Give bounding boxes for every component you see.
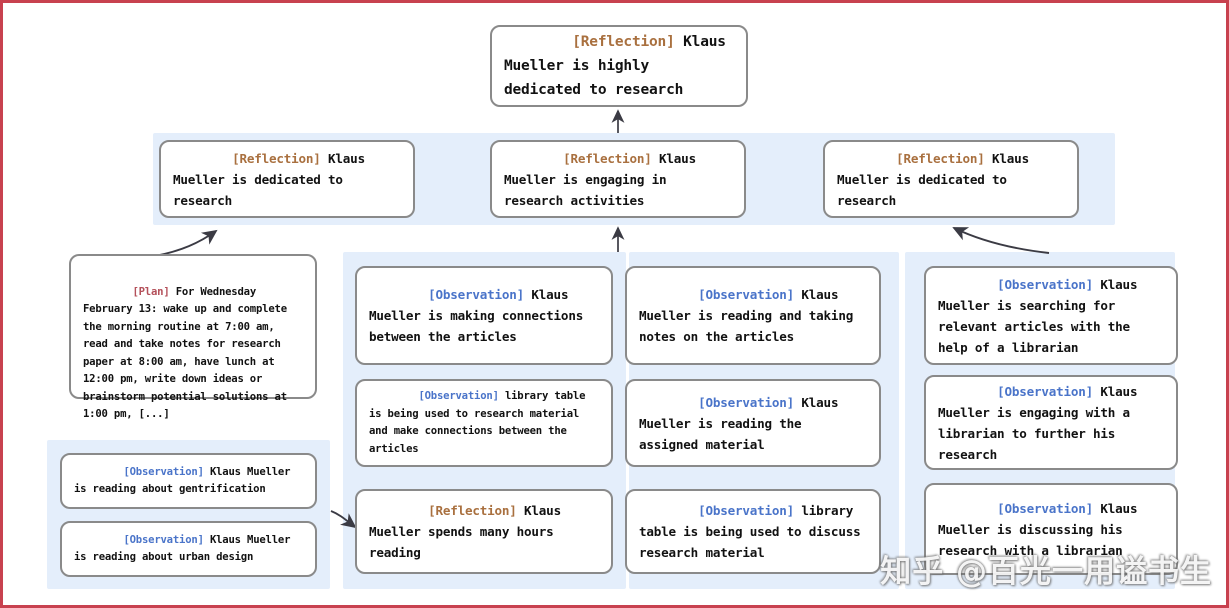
diagram-canvas: [Reflection] Klaus Mueller is highly ded… (3, 3, 1226, 605)
tag-observation: [Observation] (123, 533, 204, 546)
node-text: [Observation] library table is being use… (357, 371, 611, 476)
node-text: [Observation] Klaus Mueller is reading t… (627, 371, 879, 476)
node-body: Klaus Mueller is making connections betw… (369, 287, 591, 344)
node-body: Klaus Mueller is dedicated to research (173, 150, 373, 208)
node-bottomleft-observation-1[interactable]: [Observation] Klaus Mueller is reading a… (60, 453, 317, 509)
node-text: [Observation] Klaus Mueller is reading a… (62, 446, 315, 516)
node-body: library table is being used to research … (369, 390, 592, 455)
node-text: [Reflection] Klaus Mueller is engaging i… (492, 127, 744, 232)
tag-reflection: [Reflection] (896, 150, 985, 166)
node-body: Klaus Mueller is engaging in research ac… (504, 150, 704, 208)
tag-observation: [Observation] (997, 500, 1094, 516)
node-col2-observation-1[interactable]: [Observation] Klaus Mueller is reading a… (625, 266, 881, 365)
node-bottomleft-observation-2[interactable]: [Observation] Klaus Mueller is reading a… (60, 521, 317, 577)
tag-reflection: [Reflection] (563, 150, 652, 166)
node-col3-observation-3[interactable]: [Observation] Klaus Mueller is discussin… (924, 483, 1178, 575)
node-col3-observation-2[interactable]: [Observation] Klaus Mueller is engaging … (924, 375, 1178, 470)
tag-observation: [Observation] (997, 276, 1094, 292)
node-text: [Reflection] Klaus Mueller is dedicated … (825, 127, 1077, 232)
tag-observation: [Observation] (997, 383, 1094, 399)
tag-reflection: [Reflection] (572, 34, 675, 50)
tag-reflection: [Reflection] (428, 503, 517, 518)
node-body: Klaus Mueller is dedicated to research (837, 150, 1037, 208)
node-body: Klaus Mueller is highly dedicated to res… (504, 34, 735, 98)
node-body: Klaus Mueller spends many hours reading (369, 503, 569, 560)
node-body: Klaus Mueller is engaging with a librari… (938, 383, 1145, 462)
node-text: [Observation] Klaus Mueller is engaging … (926, 360, 1176, 486)
node-col2-observation-2[interactable]: [Observation] Klaus Mueller is reading t… (625, 379, 881, 467)
node-body: Klaus Mueller is searching for relevant … (938, 276, 1145, 355)
node-reflection-center[interactable]: [Reflection] Klaus Mueller is engaging i… (490, 140, 746, 218)
node-body: Klaus Mueller is reading and taking note… (639, 287, 861, 344)
tag-observation: [Observation] (698, 503, 795, 518)
node-col1-reflection-3[interactable]: [Reflection] Klaus Mueller spends many h… (355, 489, 613, 574)
node-col3-observation-1[interactable]: [Observation] Klaus Mueller is searching… (924, 266, 1178, 365)
node-text: [Observation] Klaus Mueller is reading a… (62, 514, 315, 584)
node-text: [Reflection] Klaus Mueller spends many h… (357, 479, 611, 584)
tag-observation: [Observation] (698, 287, 795, 302)
node-reflection-right[interactable]: [Reflection] Klaus Mueller is dedicated … (823, 140, 1079, 218)
tag-plan: [Plan] (132, 285, 170, 298)
node-col1-observation-2[interactable]: [Observation] library table is being use… (355, 379, 613, 467)
node-body: For Wednesday February 13: wake up and c… (83, 285, 294, 421)
tag-observation: [Observation] (428, 287, 525, 302)
node-body: Klaus Mueller is discussing his research… (938, 500, 1145, 558)
node-text: [Observation] Klaus Mueller is searching… (926, 253, 1176, 379)
tag-reflection: [Reflection] (232, 150, 321, 166)
tag-observation: [Observation] (418, 390, 499, 402)
node-text: [Observation] Klaus Mueller is reading a… (627, 263, 879, 368)
node-body: Klaus Mueller is reading about gentrific… (74, 465, 297, 496)
arrow-col3-to-right-reflection (952, 227, 1050, 254)
node-reflection-left[interactable]: [Reflection] Klaus Mueller is dedicated … (159, 140, 415, 218)
node-text: [Observation] library table is being use… (627, 479, 879, 584)
node-body: Klaus Mueller is reading about urban des… (74, 533, 297, 564)
node-top-reflection[interactable]: [Reflection] Klaus Mueller is highly ded… (490, 25, 748, 107)
node-body: Klaus Mueller is reading the assigned ma… (639, 394, 846, 452)
node-text: [Observation] Klaus Mueller is making co… (357, 263, 611, 368)
node-col1-observation-1[interactable]: [Observation] Klaus Mueller is making co… (355, 266, 613, 365)
watermark: 知乎 @百光一用谥书生 (880, 554, 1212, 590)
node-text: [Reflection] Klaus Mueller is dedicated … (161, 127, 413, 232)
tag-observation: [Observation] (698, 394, 795, 410)
arrow-plan-to-left-reflection (154, 229, 218, 257)
node-text: [Observation] Klaus Mueller is discussin… (926, 477, 1176, 582)
node-col2-observation-3[interactable]: [Observation] library table is being use… (625, 489, 881, 574)
node-text: [Reflection] Klaus Mueller is highly ded… (492, 6, 746, 126)
node-text: [Plan] For Wednesday February 13: wake u… (71, 256, 315, 441)
node-body: library table is being used to discuss r… (639, 503, 868, 560)
tag-observation: [Observation] (123, 465, 204, 478)
node-plan[interactable]: [Plan] For Wednesday February 13: wake u… (69, 254, 317, 420)
